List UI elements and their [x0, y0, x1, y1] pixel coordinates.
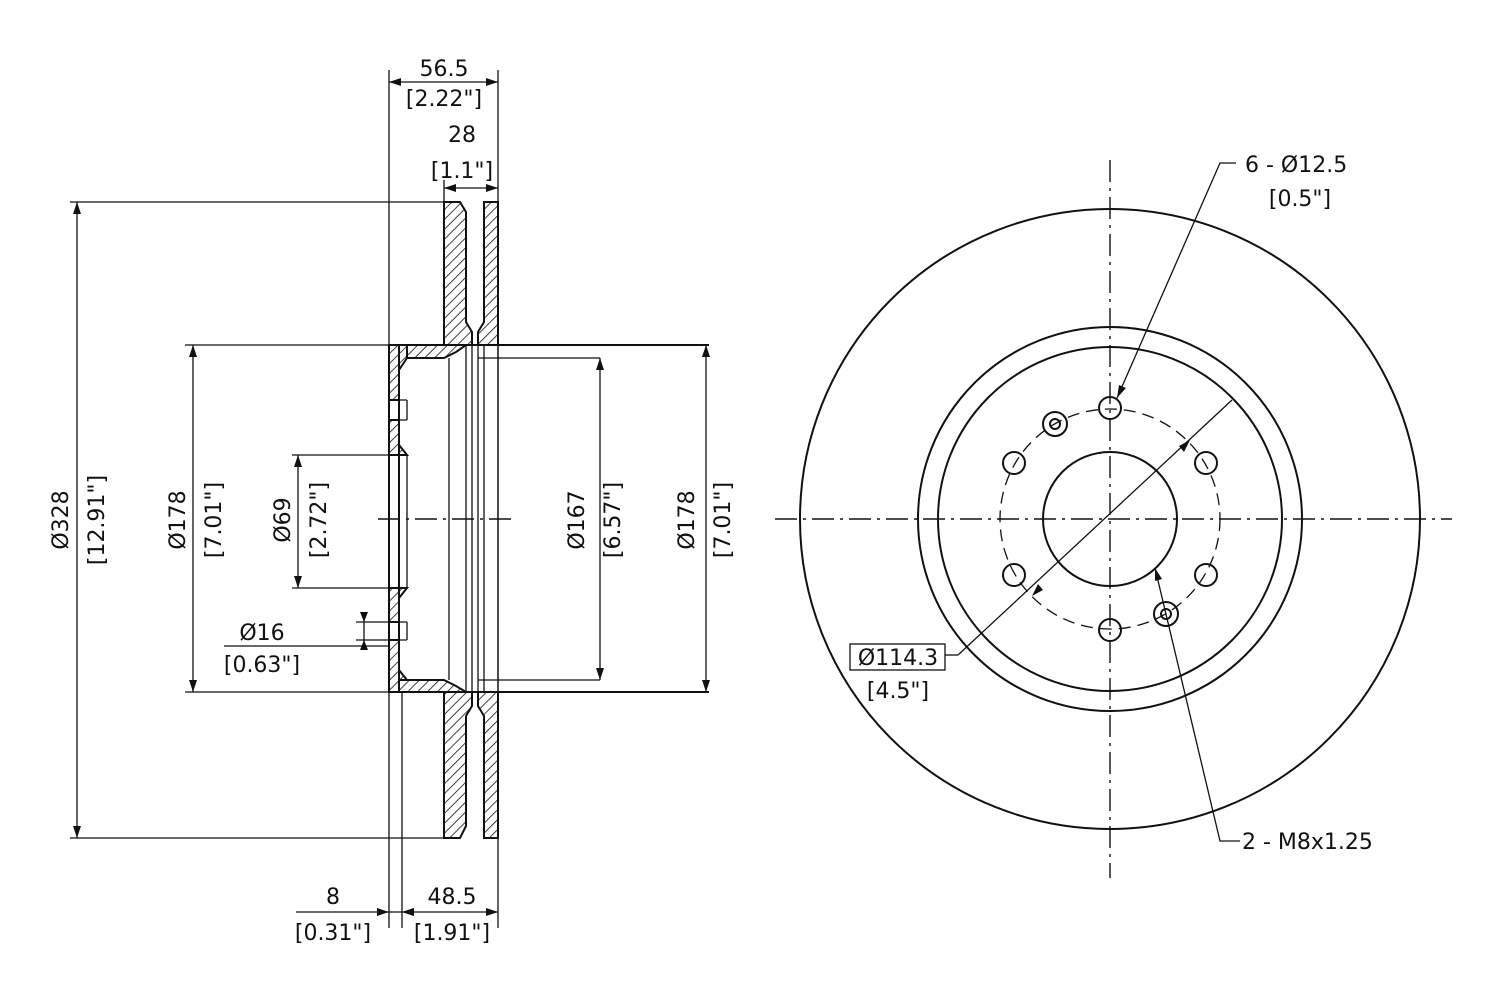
hat-diameter-left-value: Ø178 [166, 490, 191, 549]
inboard-plate-bottom [477, 691, 499, 839]
hat-diameter-left-inch: [7.01"] [202, 482, 227, 558]
threaded-hole [1153, 601, 1179, 627]
bolt-holes-value: 6 - Ø12.5 [1245, 153, 1347, 178]
inboard-plate-top [477, 201, 499, 346]
bolt-hole [1098, 618, 1122, 642]
threaded-holes-value: 2 - M8x1.25 [1242, 830, 1373, 855]
inner-diameter-value: Ø167 [565, 490, 590, 549]
hat-height-value: 48.5 [428, 885, 477, 910]
overall-width-value: 56.5 [420, 57, 469, 82]
inner-diameter-inch: [6.57"] [601, 482, 626, 558]
outer-diameter-inch: [12.91"] [85, 475, 110, 565]
bolt-hole [1098, 396, 1122, 420]
outer-diameter-value: Ø328 [49, 490, 74, 549]
bolt-hole [1194, 451, 1218, 475]
center-bore-inch: [2.72"] [307, 482, 332, 558]
bolt-circle-box [849, 643, 946, 671]
friction-width-inch: [1.1"] [431, 159, 493, 184]
side-view: 56.5 [2.22"] 28 [1.1"] Ø328 [12.91"] Ø17… [49, 57, 736, 946]
hat-diameter-right-inch: [7.01"] [711, 482, 736, 558]
outboard-plate-bottom [398, 679, 473, 839]
bolt-circle-value: Ø114.3 [858, 646, 938, 671]
hole-diameter-value: Ø16 [239, 621, 284, 646]
friction-width-value: 28 [448, 123, 476, 148]
face-view: 6 - Ø12.5 [0.5"] Ø114.3 [4.5"] 2 - M8x1.… [775, 153, 1452, 878]
hat-thickness-inch: [0.31"] [295, 921, 371, 946]
bolt-hole [1002, 563, 1026, 587]
bolt-hole [1002, 451, 1026, 475]
overall-width-inch: [2.22"] [406, 87, 482, 112]
hat-thickness-value: 8 [326, 885, 340, 910]
hat-diameter-right-value: Ø178 [675, 490, 700, 549]
bolt-circle-inch: [4.5"] [867, 679, 929, 704]
threaded-hole [1042, 411, 1068, 437]
center-bore-value: Ø69 [271, 497, 296, 542]
bolt-holes-inch: [0.5"] [1269, 187, 1331, 212]
hole-diameter-inch: [0.63"] [224, 653, 300, 678]
outboard-plate-top [398, 201, 473, 359]
bolt-hole [1194, 563, 1218, 587]
hat-height-inch: [1.91"] [414, 921, 490, 946]
